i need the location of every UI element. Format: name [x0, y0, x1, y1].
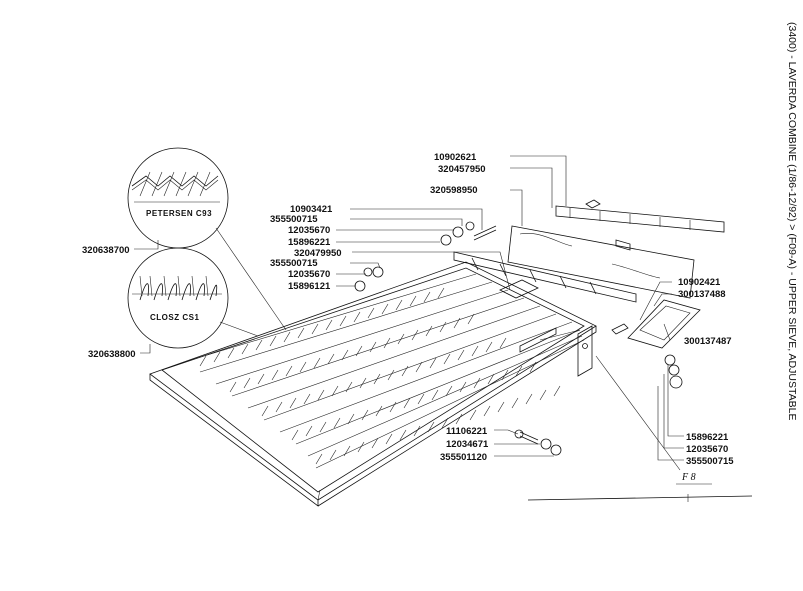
part-number: 320479950: [294, 248, 342, 259]
inset-label-petersen: PETERSEN C93: [146, 209, 212, 218]
inset-circle-petersen: [127, 147, 229, 249]
bottom-rule: [527, 495, 753, 501]
inset-closz: CLOSZ CS1: [127, 247, 229, 349]
part-number: 320598950: [430, 185, 478, 196]
part-number: 12035670: [686, 444, 728, 455]
part-number: 12035670: [288, 225, 330, 236]
part-number: 10903421: [290, 204, 333, 215]
part-number: 355500715: [270, 258, 318, 269]
part-number: 355500715: [270, 214, 318, 225]
part-number: 15896221: [686, 432, 729, 443]
part-number: 320638700: [82, 245, 130, 256]
part-number: 10902621: [434, 152, 477, 163]
part-number: 355501120: [440, 452, 487, 463]
part-number: 300137488: [678, 289, 726, 300]
part-number: 12034671: [446, 439, 489, 450]
side-plate-assembly: [611, 299, 701, 389]
bottom-fasteners: [514, 429, 562, 456]
part-number: 15896221: [288, 237, 331, 248]
part-number: 355500715: [686, 456, 734, 467]
rear-bracket-assembly: [453, 199, 725, 303]
inset-circle-closz: [127, 247, 229, 349]
hinge-bracket: [539, 325, 593, 377]
figure-reference: F 8: [681, 472, 696, 483]
part-number: 320457950: [438, 164, 486, 175]
part-number: 15896121: [288, 281, 331, 292]
leader-lines: [336, 155, 684, 471]
fastener-set-upper: [354, 221, 497, 292]
inset-label-closz: CLOSZ CS1: [150, 313, 199, 322]
petersen-profile: [131, 175, 219, 187]
sieve-louvres: [183, 273, 585, 469]
inset-petersen: PETERSEN C93: [127, 147, 229, 249]
part-number: 12035670: [288, 269, 330, 280]
part-number: 10902421: [678, 277, 721, 288]
closz-profile: [139, 283, 218, 301]
part-number: 320638800: [88, 349, 136, 360]
part-number: 11106221: [446, 426, 488, 437]
part-number: 300137487: [684, 336, 732, 347]
sieve-frame: [149, 261, 597, 507]
